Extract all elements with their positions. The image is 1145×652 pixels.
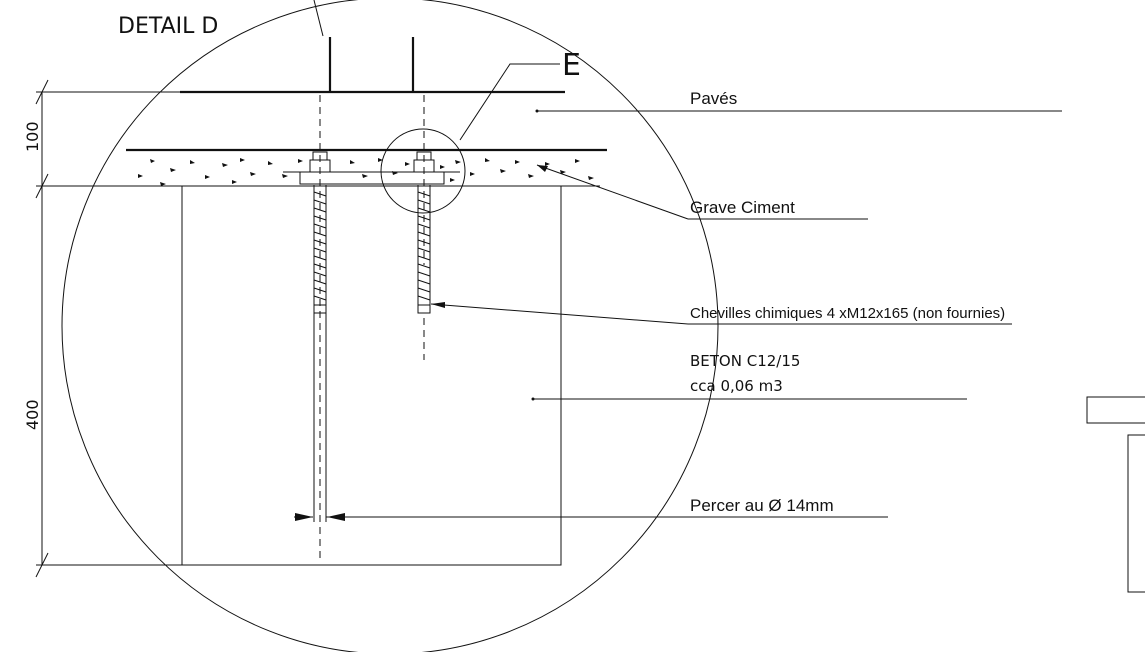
callout-circle-e [380,128,466,214]
percer-arrow-left [295,513,313,521]
grave-ciment-leader-line [536,164,689,220]
label-paves: Pavés [690,89,737,108]
concrete-foundation-block [181,185,562,566]
percer-arrow-right [327,513,345,521]
label-beton: BETON C12/15 [690,352,800,370]
anchor-bolt-left [309,95,331,560]
label-volume: cca 0,06 m3 [690,377,783,395]
callout-label-e: E [562,48,581,83]
detail-title: DETAIL D [118,14,218,39]
adjacent-view-partial [1086,396,1145,593]
dimension-label-100: 100 [23,121,42,152]
label-percer: Percer au Ø 14mm [690,496,834,515]
callout-e-leader [459,63,560,141]
detail-leader-line [313,0,324,37]
label-chevilles-note: (non fournies) [913,305,1006,322]
gravel-aggregate-hatch [138,158,594,186]
grave-ciment-arrow [537,165,548,172]
dimension-400: 400 [23,186,49,578]
label-grave-ciment: Grave Ciment [690,198,795,217]
chevilles-arrow [431,302,445,308]
detail-circle [61,0,719,652]
anchor-bolt-right [413,95,435,360]
label-chevilles: Chevilles chimiques 4 xM12x165 (non four… [690,305,1005,322]
dimension-100: 100 [23,79,49,199]
base-plate [299,171,445,185]
chevilles-leader-line [430,303,689,325]
dimension-label-400: 400 [23,399,42,430]
